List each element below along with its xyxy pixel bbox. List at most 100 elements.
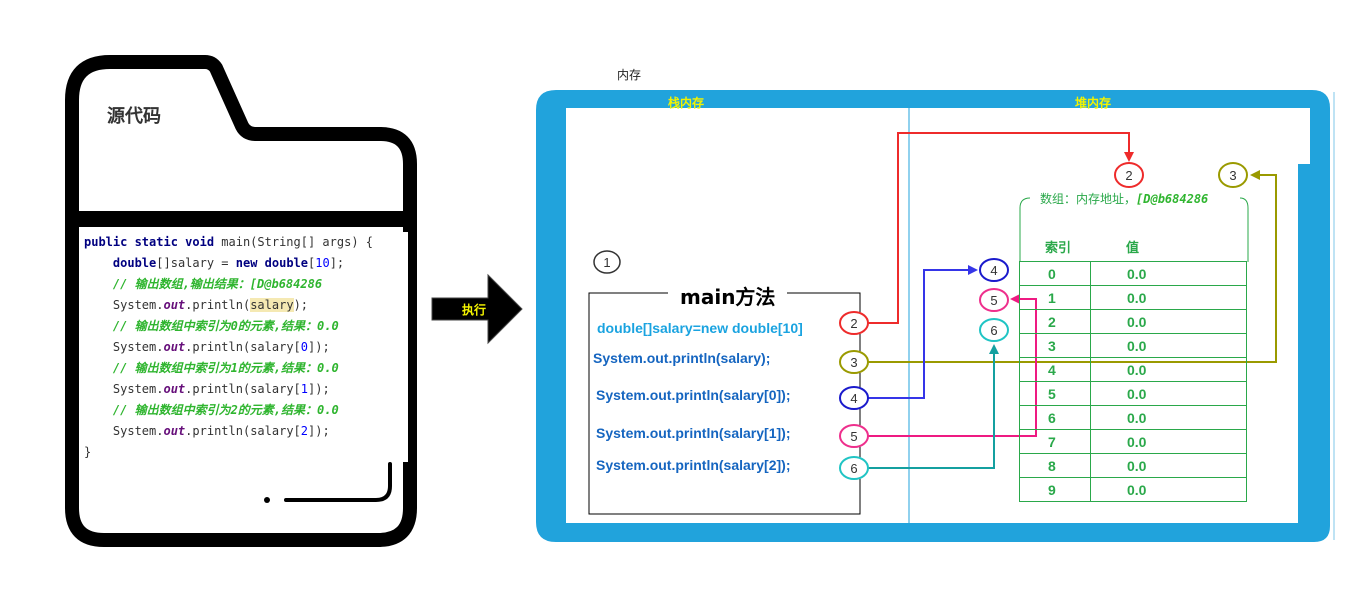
svg-text:2: 2 xyxy=(850,316,857,331)
marker-2-heap: 2 xyxy=(1114,162,1144,188)
array-value-cell: 0.0 xyxy=(1090,381,1247,406)
code-token: 2 xyxy=(300,424,308,438)
code-line: System.out.println(salary); xyxy=(84,295,408,316)
code-line: double[]salary = new double[10]; xyxy=(84,253,408,274)
code-line: System.out.println(salary[0]); xyxy=(84,337,408,358)
array-value-cell: 0.0 xyxy=(1090,285,1247,310)
code-token: salary xyxy=(250,298,294,312)
statement-print-array: System.out.println(salary); xyxy=(593,350,771,366)
code-token: System. xyxy=(84,382,164,396)
svg-text:1: 1 xyxy=(603,255,610,270)
code-token: ); xyxy=(293,298,309,312)
code-token: ]); xyxy=(308,424,330,438)
code-token: System. xyxy=(84,298,164,312)
array-value-cell: 0.0 xyxy=(1090,333,1247,358)
svg-text:3: 3 xyxy=(850,355,857,370)
code-token: 1 xyxy=(300,382,308,396)
code-line: System.out.println(salary[2]); xyxy=(84,421,408,442)
code-token: 10 xyxy=(315,256,330,270)
marker-6-heap: 6 xyxy=(979,318,1009,342)
source-code-block: public static void main(String[] args) {… xyxy=(84,232,408,462)
array-index-cell: 2 xyxy=(1019,309,1091,334)
array-title-prefix: 数组：内存地址， xyxy=(1040,192,1137,206)
svg-text:6: 6 xyxy=(990,323,997,338)
stack-memory-title: 栈内存 xyxy=(668,96,705,110)
array-index-cell: 4 xyxy=(1019,357,1091,382)
array-value-cell: 0.0 xyxy=(1090,405,1247,430)
code-token: .println(salary[ xyxy=(185,424,301,438)
arrow-4-line xyxy=(868,265,978,399)
code-token: .println(salary[ xyxy=(185,340,301,354)
heap-notch xyxy=(1298,108,1310,164)
statement-print-index-2: System.out.println(salary[2]); xyxy=(596,457,791,473)
marker-1: 1 xyxy=(593,250,621,274)
marker-6-stack: 6 xyxy=(839,456,869,480)
svg-text:4: 4 xyxy=(990,263,997,278)
array-title: 数组：内存地址，[D@b684286 xyxy=(1036,190,1213,207)
code-line: // 输出数组中索引为2的元素,结果：0.0 xyxy=(84,400,408,421)
code-token: System. xyxy=(84,424,164,438)
marker-3-stack: 3 xyxy=(839,350,869,374)
code-token: main(String[] args) { xyxy=(221,235,373,249)
code-token: public static void xyxy=(84,235,222,249)
array-value-cell: 0.0 xyxy=(1090,309,1247,334)
code-token: out xyxy=(163,382,186,396)
code-line: // 输出数组中索引为0的元素,结果：0.0 xyxy=(84,316,408,337)
code-token: out xyxy=(163,424,186,438)
source-code-title: 源代码 xyxy=(107,106,161,127)
main-method-title: main方法 xyxy=(668,281,788,310)
code-line: System.out.println(salary[1]); xyxy=(84,379,408,400)
code-token: } xyxy=(84,445,92,459)
code-token: 0 xyxy=(300,340,308,354)
code-line: // 输出数组,输出结果：[D@b684286 xyxy=(84,274,408,295)
code-token: []salary = xyxy=(156,256,236,270)
array-index-cell: 3 xyxy=(1019,333,1091,358)
svg-text:6: 6 xyxy=(850,461,857,476)
code-line: } xyxy=(84,442,408,463)
code-token: .println( xyxy=(185,298,251,312)
arrow-2-line xyxy=(868,132,1134,324)
code-line: // 输出数组中索引为1的元素,结果：0.0 xyxy=(84,358,408,379)
marker-5-stack: 5 xyxy=(839,424,869,448)
array-header-value: 值 xyxy=(1126,241,1140,256)
code-token: ]; xyxy=(329,256,345,270)
array-index-cell: 9 xyxy=(1019,477,1091,502)
code-token: // 输出数组中索引为1的元素,结果：0.0 xyxy=(84,361,339,375)
code-token: ]); xyxy=(308,382,330,396)
memory-title: 内存 xyxy=(617,68,642,82)
code-token: ]); xyxy=(308,340,330,354)
code-token: .println(salary[ xyxy=(185,382,301,396)
code-token: double xyxy=(112,256,157,270)
code-line: public static void main(String[] args) { xyxy=(84,232,408,253)
heap-memory-title: 堆内存 xyxy=(1075,96,1112,110)
array-header-index: 索引 xyxy=(1045,241,1072,256)
code-token: out xyxy=(163,298,186,312)
array-value-cell: 0.0 xyxy=(1090,261,1247,286)
statement-array-init: double[]salary=new double[10] xyxy=(597,320,803,336)
code-token: new double xyxy=(235,256,308,270)
code-token: System. xyxy=(84,340,164,354)
array-index-cell: 0 xyxy=(1019,261,1091,286)
svg-text:5: 5 xyxy=(990,293,997,308)
array-value-cell: 0.0 xyxy=(1090,429,1247,454)
statement-print-index-1: System.out.println(salary[1]); xyxy=(596,425,791,441)
svg-text:3: 3 xyxy=(1229,168,1236,183)
array-address: [D@b684286 xyxy=(1136,192,1209,206)
array-bracket xyxy=(1019,197,1249,262)
arrow-6-line xyxy=(868,344,999,469)
marker-2-stack: 2 xyxy=(839,311,869,335)
svg-text:4: 4 xyxy=(850,391,857,406)
svg-text:5: 5 xyxy=(850,429,857,444)
execute-label: 执行 xyxy=(462,303,487,317)
array-index-cell: 5 xyxy=(1019,381,1091,406)
marker-3-heap: 3 xyxy=(1218,162,1248,188)
array-index-cell: 8 xyxy=(1019,453,1091,478)
